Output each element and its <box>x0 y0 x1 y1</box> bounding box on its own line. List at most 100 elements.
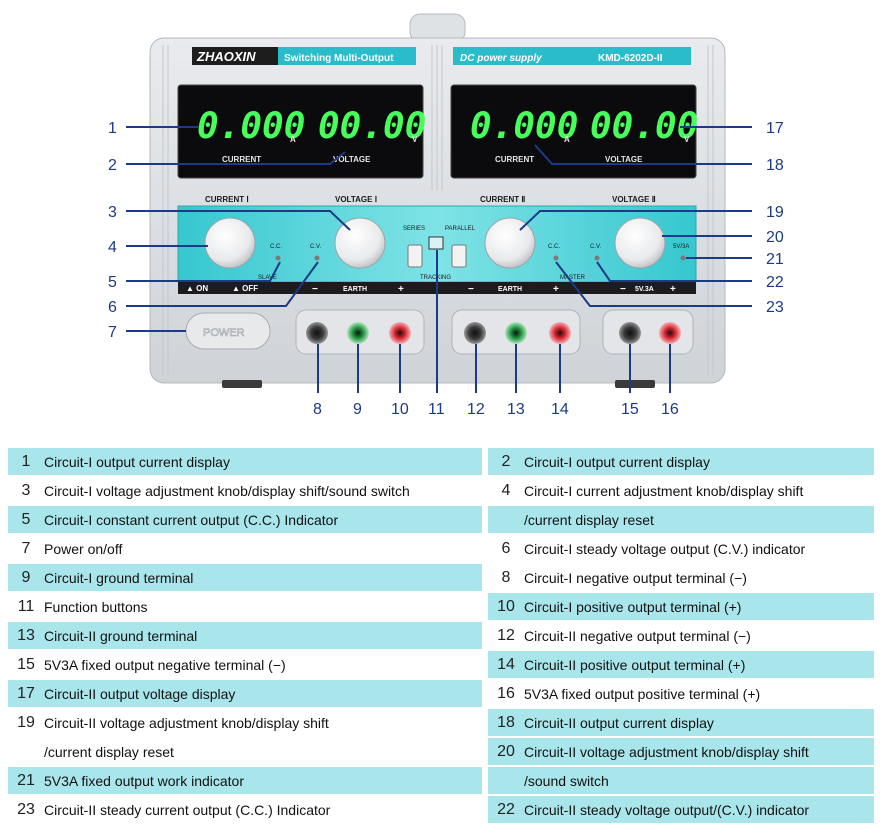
legend-num: 11 <box>17 597 35 615</box>
earth1-label: EARTH <box>343 286 367 293</box>
display2-voltage-unit: V <box>684 135 690 144</box>
parallel-button[interactable] <box>451 244 467 268</box>
knob-current-2[interactable] <box>484 217 536 269</box>
legend-text: Circuit-I negative output terminal (−) <box>524 569 747 586</box>
terminal-fixed-negative[interactable] <box>619 322 641 344</box>
type-label: DC power supply <box>460 53 542 64</box>
callout-19: 19 <box>766 204 784 221</box>
legend-num: 14 <box>497 655 515 673</box>
brand-logo: ZHAOXIN <box>196 49 256 64</box>
callout-13: 13 <box>507 401 525 418</box>
legend-text: Circuit-I positive output terminal (+) <box>524 598 742 615</box>
off-label: ▲ OFF <box>232 284 258 293</box>
display1-voltage-unit: V <box>412 135 418 144</box>
display2-current-value: 0.000 <box>470 106 578 147</box>
terminal-2-negative[interactable] <box>464 322 486 344</box>
legend-num: 10 <box>497 597 515 615</box>
callout-11: 11 <box>428 401 445 418</box>
strip-minus-3: − <box>620 284 626 295</box>
legend-item-15: 15 5V3A fixed output negative terminal (−… <box>8 651 482 678</box>
series-button[interactable] <box>407 244 423 268</box>
model-bar <box>453 47 691 65</box>
legend-item-10: 10 Circuit-I positive output terminal (+) <box>488 593 874 620</box>
knob-voltage-1[interactable] <box>334 217 386 269</box>
callout-10: 10 <box>391 401 409 418</box>
legend-num: 17 <box>17 684 35 702</box>
callout-5: 5 <box>108 274 117 291</box>
terminal-2-ground[interactable] <box>505 322 527 344</box>
legend-num: 13 <box>17 626 35 644</box>
knob-voltage-2[interactable] <box>614 217 666 269</box>
callout-21: 21 <box>766 251 784 268</box>
legend-item-19-cont: /current display reset <box>8 738 482 765</box>
terminal-1-ground[interactable] <box>347 322 369 344</box>
strip-plus-1: + <box>398 284 404 295</box>
cc1-label: C.C. <box>270 244 282 250</box>
callout-6: 6 <box>108 299 117 316</box>
cc2-indicator <box>553 255 559 261</box>
legend-text: Circuit-I ground terminal <box>44 569 194 586</box>
legend-text: Circuit-I current adjustment knob/displa… <box>524 482 804 499</box>
cv1-label: C.V. <box>310 244 321 250</box>
earth2-label: EARTH <box>498 286 522 293</box>
panel-current1-label: CURRENT Ⅰ <box>205 195 249 204</box>
callout-18: 18 <box>766 157 784 174</box>
callout-15: 15 <box>621 401 639 418</box>
fixed-output-label: 5V.3A <box>635 286 654 293</box>
legend-text: Circuit-II output voltage display <box>44 685 236 702</box>
legend-text: Circuit-II voltage adjustment knob/displ… <box>44 714 329 731</box>
legend-item-4-cont: /current display reset <box>488 506 874 533</box>
callout-23: 23 <box>766 299 784 316</box>
legend-num: 23 <box>17 800 35 818</box>
terminal-fixed-positive[interactable] <box>659 322 681 344</box>
parallel-label: PARALLEL <box>445 226 476 232</box>
strip-minus-2: − <box>468 284 474 295</box>
model-label: KMD-6202D-II <box>598 53 663 64</box>
legend-text: Function buttons <box>44 598 148 615</box>
callout-3: 3 <box>108 204 117 221</box>
callout-numbers: 1 2 3 4 5 6 7 8 9 10 11 12 13 14 15 16 1… <box>108 120 784 418</box>
display-circuit-2 <box>450 84 697 179</box>
legend-text: Circuit-I steady voltage output (C.V.) i… <box>524 540 806 557</box>
legend-num: 15 <box>17 655 35 673</box>
legend-text: /current display reset <box>44 743 174 760</box>
power-supply-diagram: ZHAOXIN Switching Multi-Output DC power … <box>108 13 784 418</box>
callout-16: 16 <box>661 401 679 418</box>
cc1-indicator <box>275 255 281 261</box>
legend-text: Circuit-II voltage adjustment knob/displ… <box>524 743 809 760</box>
legend-item-20: 20 Circuit-II voltage adjustment knob/dis… <box>488 738 874 765</box>
terminal-1-negative[interactable] <box>306 322 328 344</box>
legend-text: 5V3A fixed output work indicator <box>44 772 245 789</box>
legend-text: Circuit-II positive output terminal (+) <box>524 656 746 673</box>
terminal-1-positive[interactable] <box>389 322 411 344</box>
cc2-label: C.C. <box>548 244 560 250</box>
display2-current-label: CURRENT <box>495 155 534 164</box>
callout-12: 12 <box>467 401 485 418</box>
power-label: POWER <box>203 327 245 339</box>
knob-current-1[interactable] <box>204 217 256 269</box>
terminal-2-positive[interactable] <box>549 322 571 344</box>
fixed-5v3a-label: 5V/3A <box>673 244 689 250</box>
legend-text: /sound switch <box>524 772 609 789</box>
panel-voltage2-label: VOLTAGE Ⅱ <box>612 195 656 204</box>
legend-num: 20 <box>497 742 515 760</box>
legend-num: 6 <box>501 539 511 557</box>
fixed-indicator <box>680 255 686 261</box>
callout-20: 20 <box>766 229 784 246</box>
cv2-label: C.V. <box>590 244 601 250</box>
brand-subtitle: Switching Multi-Output <box>284 53 394 64</box>
legend-text: 5V3A fixed output negative terminal (−) <box>44 656 286 673</box>
legend-text: Circuit-II negative output terminal (−) <box>524 627 751 644</box>
legend-num: 5 <box>21 510 31 528</box>
display1-current-value: 0.000 <box>197 106 305 147</box>
legend-text: Circuit-I output current display <box>44 453 230 470</box>
legend-num: 7 <box>21 539 31 557</box>
cv2-indicator <box>594 255 600 261</box>
